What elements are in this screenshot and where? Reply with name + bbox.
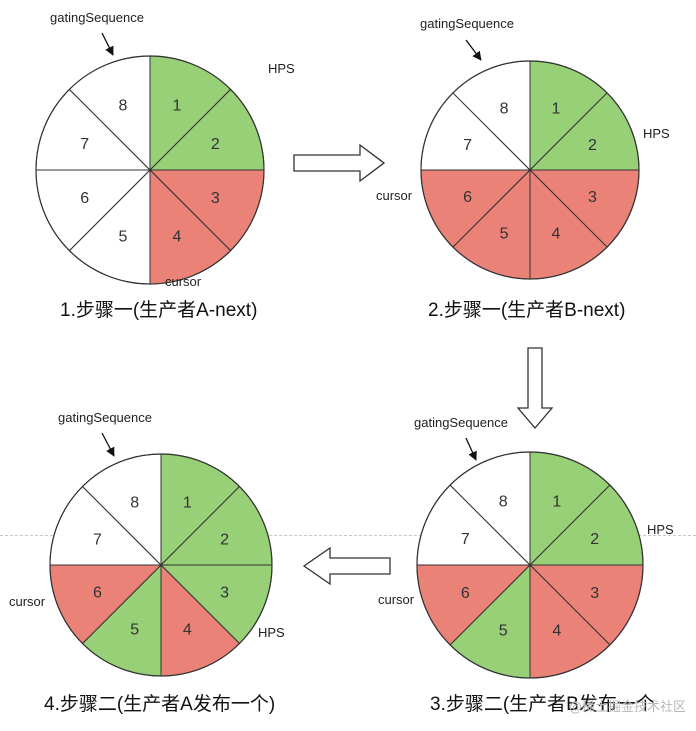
- watermark: @稀土掘金技术社区: [568, 700, 686, 715]
- segment-number: 8: [500, 101, 509, 118]
- segment-number: 2: [590, 531, 599, 548]
- ring-buffer-wheel: 1 2 3 4 5 6 7 8: [49, 453, 273, 677]
- diagram-step-4: 1 2 3 4 5 6 7 8 gatingSequence HPS cursor 4.步骤二…: [9, 410, 285, 715]
- ring-buffer-wheel: 1 2 3 4 5 6 7 8: [420, 60, 640, 280]
- hps-label: HPS: [268, 61, 295, 76]
- hps-label: HPS: [643, 126, 670, 141]
- segment-number: 2: [211, 136, 220, 153]
- segment-number: 5: [119, 228, 128, 245]
- gating-sequence-label: gatingSequence: [414, 415, 508, 430]
- segment-number: 7: [93, 532, 102, 549]
- hps-label: HPS: [647, 522, 674, 537]
- caption-step-1: 1.步骤一(生产者A-next): [60, 299, 257, 321]
- ring-buffer-wheel: 1 2 3 4 5 6 7 8: [416, 451, 644, 679]
- hps-label: HPS: [258, 625, 285, 640]
- segment-number: 7: [463, 137, 472, 154]
- segment-number: 7: [461, 531, 470, 548]
- segment-number: 4: [183, 622, 192, 639]
- gating-sequence-label: gatingSequence: [420, 16, 514, 31]
- left-arrow: [302, 546, 391, 586]
- gating-sequence-label: gatingSequence: [50, 10, 144, 25]
- segment-number: 5: [499, 623, 508, 640]
- segment-number: 1: [173, 98, 182, 115]
- segment-number: 3: [588, 189, 597, 206]
- segment-number: 2: [588, 137, 597, 154]
- gating-arrow: [465, 39, 482, 61]
- cursor-label: cursor: [9, 594, 46, 609]
- segment-number: 8: [499, 493, 508, 510]
- ring-buffer-wheel: 1 2 3 4 5 6 7 8: [35, 55, 265, 285]
- cursor-label: cursor: [376, 188, 413, 203]
- gating-arrow: [101, 32, 114, 56]
- diagram-step-3: 1 2 3 4 5 6 7 8 gatingSequence HPS cursor 3.步骤二…: [378, 415, 674, 715]
- segment-number: 1: [183, 494, 192, 511]
- segment-number: 8: [119, 98, 128, 115]
- segment-number: 4: [552, 623, 561, 640]
- segment-number: 5: [500, 225, 509, 242]
- segment-number: 4: [173, 228, 182, 245]
- segment-number: 3: [590, 585, 599, 602]
- caption-step-3: 3.步骤二(生产者B发布一个: [430, 693, 655, 715]
- segment-number: 6: [93, 584, 102, 601]
- segment-number: 6: [80, 190, 89, 207]
- segment-number: 3: [211, 190, 220, 207]
- segment-number: 7: [80, 136, 89, 153]
- segment-number: 3: [220, 584, 229, 601]
- cursor-label: cursor: [165, 274, 202, 289]
- down-arrow: [516, 347, 554, 430]
- gating-arrow: [465, 437, 477, 461]
- cursor-label: cursor: [378, 592, 415, 607]
- segment-number: 8: [130, 494, 139, 511]
- wheel-outline: [416, 451, 644, 679]
- segment-number: 1: [552, 493, 561, 510]
- caption-step-4: 4.步骤二(生产者A发布一个): [44, 693, 275, 715]
- gating-sequence-label: gatingSequence: [58, 410, 152, 425]
- dashed-separator: [0, 535, 696, 536]
- wheel-outline: [35, 55, 265, 285]
- gating-arrow: [101, 432, 115, 457]
- wheel-outline: [49, 453, 273, 677]
- right-arrow: [293, 143, 386, 183]
- segment-number: 4: [551, 225, 560, 242]
- wheel-outline: [420, 60, 640, 280]
- diagram-step-2: 1 2 3 4 5 6 7 8 gatingSequence HPS cursor 2.步骤一…: [376, 16, 670, 321]
- segment-number: 2: [220, 532, 229, 549]
- segment-number: 5: [130, 622, 139, 639]
- segment-number: 1: [551, 101, 560, 118]
- caption-step-2: 2.步骤一(生产者B-next): [428, 299, 625, 321]
- diagram-step-1: 1 2 3 4 5 6 7 8 gatingSequence HPS cursor 1.步骤一…: [35, 10, 295, 321]
- segment-number: 6: [463, 189, 472, 206]
- segment-number: 6: [461, 585, 470, 602]
